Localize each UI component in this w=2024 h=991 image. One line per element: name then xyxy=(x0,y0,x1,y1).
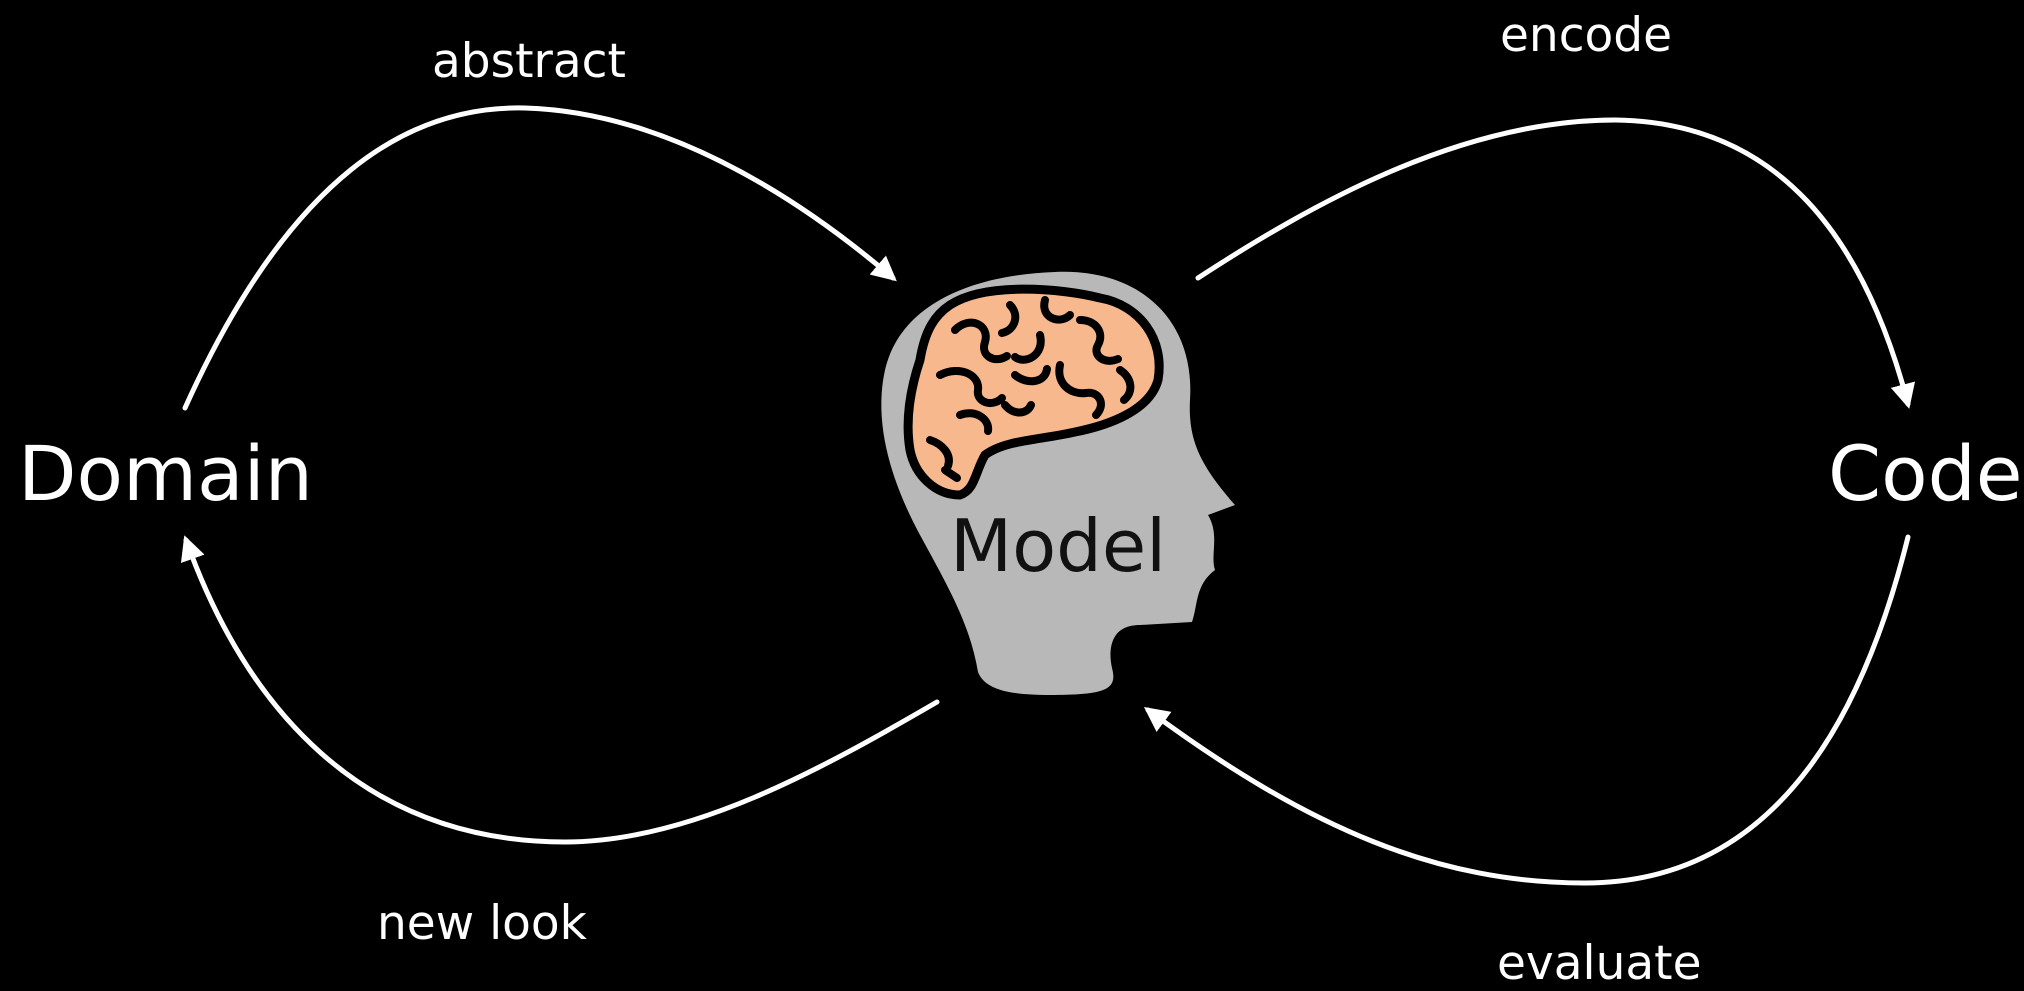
evaluate-arrow xyxy=(1143,534,1911,886)
evaluate-label: evaluate xyxy=(1497,936,1702,991)
domain-node: Domain xyxy=(18,429,313,518)
new-look-arrow xyxy=(180,535,940,845)
new-look-label: new look xyxy=(377,896,588,951)
abstract-label: abstract xyxy=(432,34,626,89)
encode-label: encode xyxy=(1500,8,1672,63)
model-node: Model xyxy=(950,504,1166,588)
code-node: Code xyxy=(1828,429,2023,518)
abstract-arrow xyxy=(182,105,897,411)
encode-arrow xyxy=(1195,117,1916,409)
brain-icon xyxy=(903,284,1164,500)
